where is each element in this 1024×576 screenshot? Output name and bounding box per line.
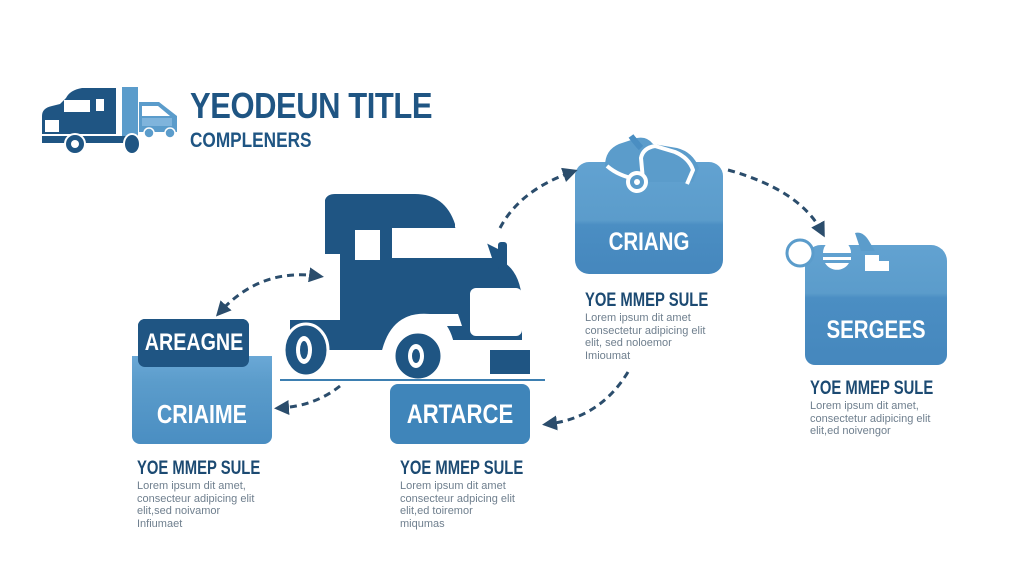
- node-sergees-label: SERGEES: [826, 316, 926, 344]
- node-criang[interactable]: CRIANG: [575, 134, 723, 274]
- caption-line: Lorem ipsum dit amet: [585, 312, 691, 324]
- caption-body: Lorem ipsum dit amet, consecteur adipici…: [137, 480, 295, 530]
- arrow-criang-sergees: [727, 168, 825, 238]
- caption-body: Lorem ipsum dit amet consectetur adipici…: [585, 312, 743, 362]
- caption-artarce: YOE MMEP SULE Lorem ipsum dit amet conse…: [400, 458, 558, 530]
- caption-line: Infiumaet: [137, 517, 183, 530]
- node-sergees[interactable]: SERGEES: [785, 232, 947, 365]
- caption-line: consectetur adipicing elit: [810, 412, 931, 425]
- center-truck: [280, 190, 545, 382]
- page-subtitle: COMPLENERS: [190, 129, 312, 152]
- page-title: YEODEUN TITLE: [190, 85, 433, 126]
- node-artarce-label: ARTARCE: [406, 398, 514, 429]
- caption-title: YOE MMEP SULE: [810, 378, 934, 399]
- caption-line: Lorem ipsum dit amet: [400, 480, 506, 492]
- caption-criang: YOE MMEP SULE Lorem ipsum dit amet conse…: [585, 290, 743, 362]
- arrow-truck-areagne: [215, 267, 324, 317]
- truck-with-trailer-icon: [42, 87, 177, 155]
- caption-criaime: YOE MMEP SULE Lorem ipsum dit amet, cons…: [137, 458, 295, 530]
- caption-line: consecteur adipicing elit: [137, 492, 255, 505]
- caption-line: Imioumat: [585, 349, 631, 362]
- node-areagne-overlay-label: AREAGNE: [144, 329, 243, 356]
- caption-line: consectetur adipicing elit: [585, 324, 706, 337]
- node-criaime[interactable]: CRIAIME: [132, 356, 272, 444]
- caption-line: elit,sed noivamor: [137, 505, 221, 517]
- caption-line: Lorem ipsum dit amet,: [137, 480, 246, 492]
- logo: [42, 84, 182, 158]
- node-criang-label: CRIANG: [608, 228, 690, 256]
- caption-line: elit,ed toiremor: [400, 505, 473, 517]
- arrow-truck-criaime: [274, 384, 341, 415]
- caption-line: elit, sed noloemor: [585, 337, 672, 349]
- caption-line: Lorem ipsum dit amet,: [810, 400, 919, 412]
- caption-title: YOE MMEP SULE: [585, 290, 709, 311]
- caption-title: YOE MMEP SULE: [400, 458, 524, 479]
- service-gear-icon: [785, 232, 889, 271]
- caption-body: Lorem ipsum dit amet consecteur adpicing…: [400, 480, 558, 530]
- caption-line: elit,ed noivengor: [810, 425, 891, 437]
- car-icon: [605, 134, 699, 193]
- node-artarce[interactable]: ARTARCE: [390, 384, 530, 444]
- node-criaime-label: CRIAIME: [156, 399, 248, 429]
- caption-body: Lorem ipsum dit amet, consectetur adipic…: [810, 400, 968, 438]
- caption-sergees: YOE MMEP SULE Lorem ipsum dit amet, cons…: [810, 378, 968, 438]
- arrow-truck-criang: [498, 167, 578, 229]
- caption-title: YOE MMEP SULE: [137, 458, 261, 479]
- semi-truck-icon: [280, 194, 545, 382]
- arrow-criang-artarce: [542, 371, 630, 431]
- node-areagne-overlay: AREAGNE: [138, 319, 249, 367]
- caption-line: consecteur adpicing elit: [400, 492, 515, 505]
- caption-line: miqumas: [400, 517, 445, 530]
